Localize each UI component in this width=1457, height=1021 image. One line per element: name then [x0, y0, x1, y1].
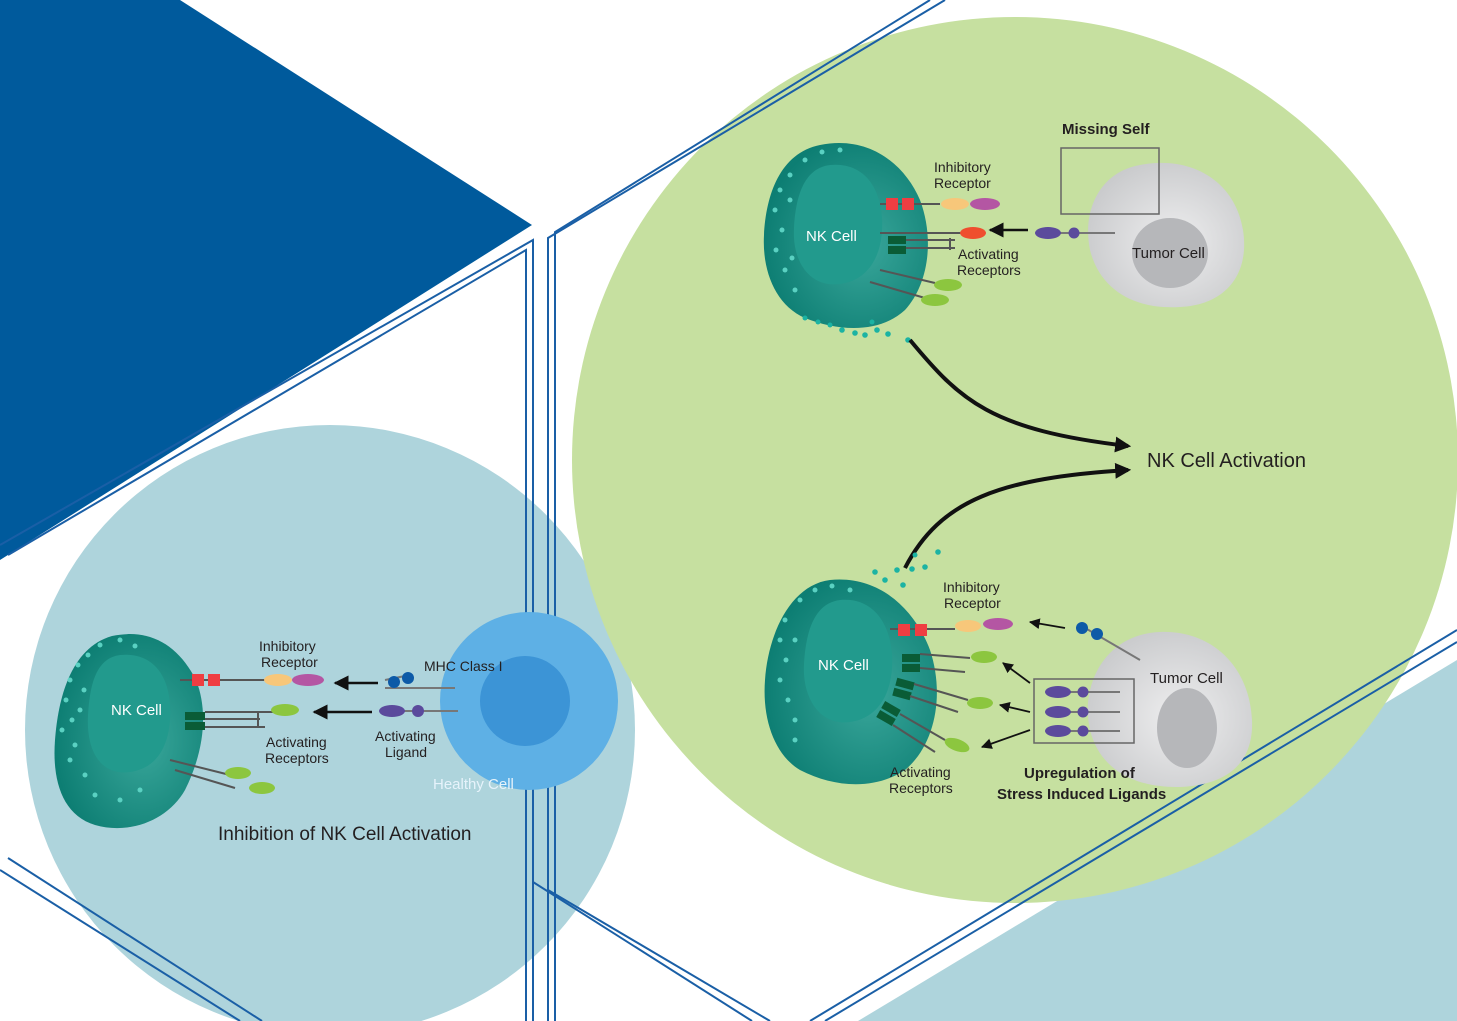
mhc-molecule-bottom — [1076, 622, 1141, 661]
activating-ligand-label-2: Ligand — [385, 744, 427, 760]
activating-ligand-left — [379, 705, 458, 717]
inhibitory-receptor-left — [180, 674, 324, 686]
healthy-cell: Healthy Cell — [433, 612, 618, 793]
inhibitory-receptor-label-top-1: Inhibitory — [934, 159, 991, 175]
nk-cell-bottom: NK Cell — [764, 549, 941, 785]
right-panel-circle — [572, 17, 1457, 903]
missing-self-box — [1060, 147, 1160, 215]
inhibitory-receptor-label-bottom-2: Receptor — [944, 595, 1001, 611]
arrow-stress-ligand-2 — [998, 701, 1031, 713]
mhc-class-1-label: MHC Class I — [424, 658, 503, 674]
stress-ligands-box — [1033, 678, 1135, 744]
granules-left — [59, 637, 143, 803]
nk-cell-activation-label: NK Cell Activation — [1147, 450, 1306, 472]
activating-ligand-top — [1035, 227, 1115, 239]
tumor-cell-label-bottom: Tumor Cell — [1150, 670, 1223, 687]
nk-cell-left: NK Cell — [54, 634, 204, 829]
activating-receptors-label-bottom-1: Activating — [890, 764, 951, 780]
navy-triangle-background — [0, 0, 532, 560]
missing-self-title: Missing Self — [1062, 121, 1151, 138]
activating-receptor-left — [169, 704, 299, 794]
activating-receptors-label-left-1: Activating — [266, 734, 327, 750]
activating-receptors-label-bottom-2: Receptors — [889, 780, 953, 796]
nk-cell-label-top: NK Cell — [806, 228, 857, 245]
activating-ligand-label-1: Activating — [375, 728, 436, 744]
inhibitory-receptor-label-bottom-1: Inhibitory — [943, 579, 1000, 595]
tumor-cell-bottom: Tumor Cell — [1087, 631, 1253, 788]
inhibitory-receptor-bottom — [890, 618, 1013, 636]
arrow-stress-ligand-1 — [1002, 662, 1031, 684]
inhibitory-receptor-label-left-1: Inhibitory — [259, 638, 316, 654]
granules-bottom — [777, 583, 853, 743]
nk-cell-label-left: NK Cell — [111, 702, 162, 719]
mhc-class-1-molecule — [384, 672, 455, 689]
upregulation-label-2: Stress Induced Ligands — [997, 786, 1166, 803]
activating-receptors-label-top-2: Receptors — [957, 262, 1021, 278]
tumor-cell-label-top: Tumor Cell — [1132, 245, 1205, 262]
left-panel: Healthy Cell NK Cell Inhibitory — [54, 612, 618, 845]
healthy-cell-label: Healthy Cell — [433, 776, 514, 793]
nk-cell-label-bottom: NK Cell — [818, 657, 869, 674]
activating-receptors-label-top-1: Activating — [958, 246, 1019, 262]
right-bottom-panel: Tumor Cell NK Cell — [764, 549, 1253, 803]
nk-cell-top: NK Cell — [763, 143, 928, 343]
stress-induced-ligands — [1045, 686, 1120, 737]
activating-receptors-bottom — [876, 651, 997, 753]
released-granules-top — [802, 315, 911, 343]
activating-receptors-label-left-2: Receptors — [265, 750, 329, 766]
upregulation-label-1: Upregulation of — [1024, 765, 1136, 782]
activation-arrow-from-top — [908, 338, 1132, 453]
arrow-stress-ligand-3 — [980, 729, 1031, 749]
inhibitory-receptor-label-left-2: Receptor — [261, 654, 318, 670]
arrow-mhc-to-inhibitory-bottom — [1028, 618, 1066, 629]
left-panel-circle — [25, 425, 635, 1021]
activating-receptor-top — [869, 227, 986, 306]
inhibitory-receptor-label-top-2: Receptor — [934, 175, 991, 191]
granules-top — [772, 147, 843, 293]
inhibitory-receptor-top — [880, 198, 1000, 210]
inhibition-caption: Inhibition of NK Cell Activation — [218, 824, 471, 845]
tumor-cell-top: Tumor Cell — [1088, 162, 1245, 308]
right-top-panel: Tumor Cell Missing Self NK Cell — [763, 121, 1245, 343]
released-granules-bottom — [872, 549, 941, 588]
activation-arrow-from-bottom — [903, 462, 1132, 569]
